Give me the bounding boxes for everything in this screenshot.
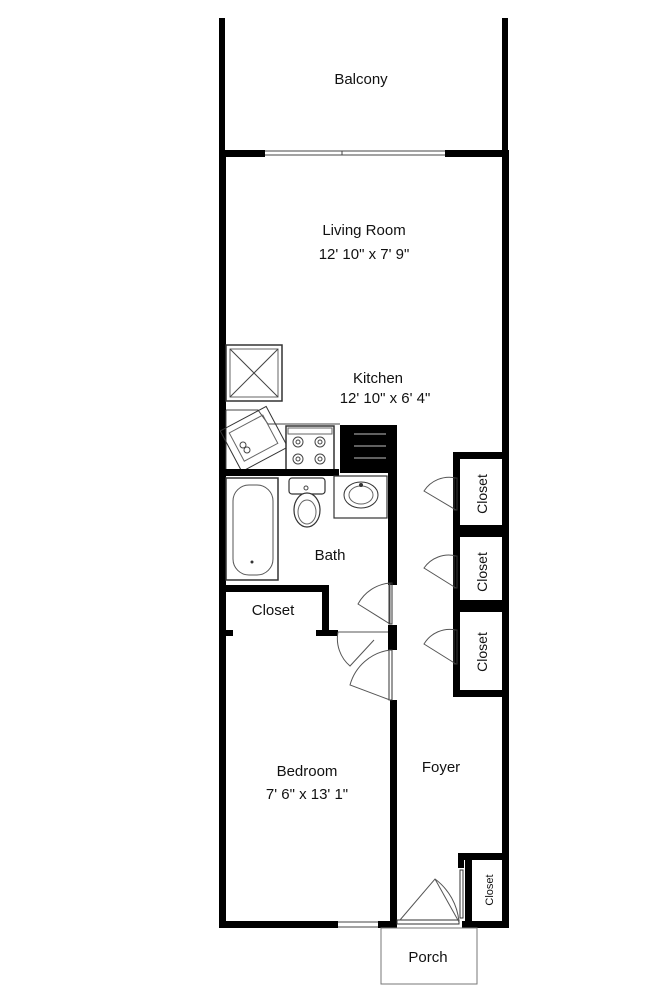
bedroom-closet-door [336,631,388,667]
bedroom-door [349,649,393,701]
exterior-wall-right [502,150,509,458]
balcony [219,18,508,156]
kitchen-bath-wall [219,469,339,476]
bedroom-dims: 7' 6" x 13' 1" [266,786,348,803]
bedroom-label: Bedroom [277,763,338,780]
closet-4-label: Closet [484,874,496,905]
bath-label: Bath [315,547,346,564]
exterior-wall-right-lower [502,690,509,928]
entry-door [396,878,460,925]
closet-3-label: Closet [474,632,490,672]
refrigerator [225,344,283,402]
kitchen-sink [219,405,289,473]
foyer-label: Foyer [422,759,460,776]
closet-bottom-stub [219,630,233,636]
bottom-wall-left [219,921,338,928]
stove [285,425,335,471]
bathroom-sink [333,475,388,519]
bedroom-closet-right-wall [322,585,329,635]
utility-block [340,425,397,473]
bath-door [357,582,393,625]
bath-right-wall-mid [388,625,397,650]
bedroom-right-wall [390,700,397,928]
closet-2-label: Closet [474,552,490,592]
kitchen-counter [225,409,340,470]
porch-label: Porch [408,949,447,966]
bottom-wall-right [462,921,509,928]
balcony-label: Balcony [334,71,388,88]
balcony-wall [219,150,508,157]
porch [380,927,478,985]
kitchen-dims: 12' 10" x 6' 4" [340,390,431,407]
closet-1-label: Closet [474,474,490,514]
bedroom-closet-top-wall [219,585,329,592]
entry-closet [458,853,509,928]
toilet [288,477,326,528]
bedroom-closet-label: Closet [252,602,295,619]
bottom-wall-mid [378,921,397,928]
exterior-wall-left [219,150,226,928]
closet-bottom-stub-right [316,630,338,636]
kitchen-label: Kitchen [353,370,403,387]
foyer-closets [423,452,509,697]
bathtub [225,477,279,581]
bath-right-wall [388,425,397,585]
living-room-dims: 12' 10" x 7' 9" [319,246,410,263]
living-room-label: Living Room [322,222,405,239]
